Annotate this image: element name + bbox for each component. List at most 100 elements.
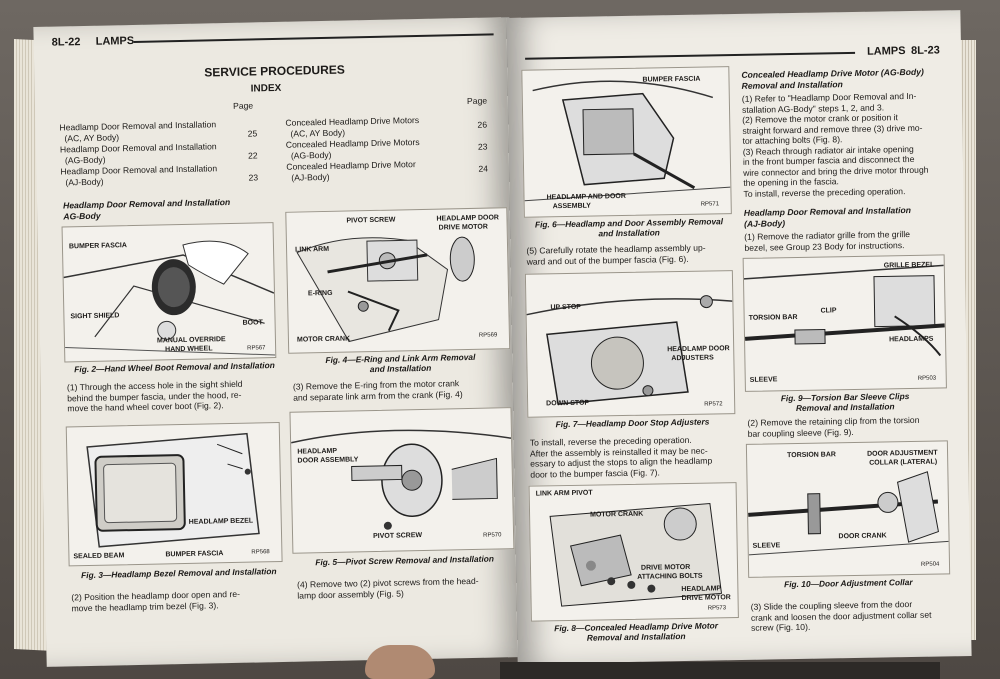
- page-number-right: 8L-23: [910, 44, 940, 57]
- index-entry[interactable]: Concealed Headlamp Drive Motors (AG-Body…: [285, 136, 420, 161]
- label: TORSION BAR: [787, 451, 837, 460]
- index-page: 22: [247, 150, 258, 161]
- label: HEADLAMP AND DOOR: [546, 192, 626, 202]
- label: DOWN STOP: [546, 399, 590, 408]
- paragraph-motor-steps: (1) Refer to "Headlamp Door Removal and …: [741, 90, 929, 199]
- label: HEADLAMP DOOR: [667, 345, 730, 354]
- figure-4-drawing: [296, 236, 475, 343]
- sub-heading: Removal and Installation: [741, 79, 843, 91]
- figure-6-caption: Fig. 6—Headlamp and Door Assembly Remova…: [534, 216, 724, 239]
- label: DRIVE MOTOR: [640, 563, 691, 572]
- figure-ref: RP572: [704, 401, 723, 408]
- label: DOOR ASSEMBLY: [297, 456, 359, 465]
- paragraph-step-5: (5) Carefully rotate the headlamp assemb…: [526, 242, 706, 267]
- label: MANUAL OVERRIDE: [156, 336, 226, 345]
- label: DOOR ADJUSTMENT: [867, 449, 938, 458]
- figure-9-drawing: [743, 264, 945, 357]
- label: ADJUSTERS: [671, 354, 714, 363]
- label: BUMPER FASCIA: [165, 550, 224, 559]
- index-page: 26: [477, 119, 488, 130]
- section-title-right: LAMPS: [866, 45, 906, 58]
- figure-7-caption: Fig. 7—Headlamp Door Stop Adjusters: [555, 416, 710, 430]
- figure-ref: RP573: [707, 605, 727, 612]
- index-page: 24: [478, 163, 489, 174]
- label: DRIVE MOTOR: [681, 594, 731, 603]
- figure-4: PIVOT SCREW HEADLAMP DOOR DRIVE MOTOR LI…: [285, 207, 511, 354]
- header-rule: [525, 51, 856, 60]
- figure-7: UP STOP HEADLAMP DOOR ADJUSTERS DOWN STO…: [524, 270, 736, 418]
- figure-8-drawing: [549, 502, 723, 607]
- label: HEADLAMP: [681, 585, 722, 594]
- label: COLLAR (LATERAL): [869, 458, 938, 467]
- figure-ref: RP504: [920, 561, 940, 568]
- index-entry[interactable]: Headlamp Door Removal and Installation (…: [59, 141, 217, 165]
- left-page: 8L-22 LAMPS SERVICE PROCEDURES INDEX Pag…: [33, 17, 523, 667]
- label: DRIVE MOTOR: [438, 223, 488, 232]
- label: BUMPER FASCIA: [68, 242, 127, 251]
- label: BOOT: [242, 319, 263, 327]
- label: MOTOR CRANK: [296, 335, 351, 344]
- paragraph-step-2: (2) Position the headlamp door open and …: [71, 588, 241, 613]
- figure-3-drawing: [86, 432, 260, 548]
- figure-6: BUMPER FASCIA HEADLAMP AND DOOR ASSEMBLY…: [521, 66, 732, 218]
- sub-heading: (AJ-Body): [743, 218, 786, 229]
- index-entry[interactable]: Concealed Headlamp Drive Motors (AC, AY …: [285, 114, 420, 139]
- label: LINK ARM PIVOT: [535, 489, 593, 498]
- label: SEALED BEAM: [73, 552, 125, 561]
- figure-10-caption: Fig. 10—Door Adjustment Collar: [783, 577, 913, 590]
- index-entry[interactable]: Concealed Headlamp Drive Motor (AJ-Body): [286, 159, 416, 183]
- label: LINK ARM: [295, 245, 330, 254]
- index-title: INDEX: [250, 82, 282, 95]
- right-page: LAMPS 8L-23 BUMPER FASCIA HEADLAMP AND D…: [506, 10, 972, 664]
- figure-2: BUMPER FASCIA SIGHT SHIELD BOOT MANUAL O…: [61, 222, 277, 363]
- label: HEADLAMP: [297, 447, 338, 456]
- label: ATTACHING BOLTS: [637, 572, 703, 581]
- label: HEADLAMP DOOR: [436, 214, 500, 223]
- desk-edge: [500, 662, 940, 679]
- figure-5: HEADLAMP DOOR ASSEMBLY PIVOT SCREW RP570: [289, 407, 515, 554]
- header-rule: [133, 33, 494, 43]
- figure-2-drawing: [63, 240, 276, 356]
- paragraph-aj-step-3: (3) Slide the coupling sleeve from the d…: [750, 599, 932, 633]
- figure-6-drawing: [524, 80, 731, 202]
- label: HEADLAMPS: [889, 335, 934, 344]
- sub-heading: Headlamp Door Removal and Installation: [62, 196, 231, 211]
- figure-5-drawing: [290, 429, 512, 530]
- sub-heading: Headlamp Door Removal and Installation: [743, 204, 912, 218]
- figure-ref: RP568: [251, 549, 270, 556]
- label: PIVOT SCREW: [373, 532, 423, 541]
- label: GRILLE BEZEL: [883, 261, 935, 270]
- label: MOTOR CRANK: [590, 510, 644, 519]
- index-page: 23: [248, 172, 259, 183]
- label: BUMPER FASCIA: [642, 75, 701, 84]
- figure-2-caption: Fig. 2—Hand Wheel Boot Removal and Insta…: [74, 360, 275, 375]
- figure-ref: RP567: [247, 345, 266, 352]
- figure-8: LINK ARM PIVOT MOTOR CRANK DRIVE MOTOR A…: [528, 482, 739, 622]
- paragraph-step-1: (1) Through the access hole in the sight…: [66, 378, 243, 414]
- label: E-RING: [307, 289, 333, 298]
- index-entry[interactable]: Headlamp Door Removal and Installation (…: [60, 163, 218, 187]
- figure-7-drawing: [526, 295, 733, 405]
- label: SLEEVE: [752, 542, 781, 550]
- sub-heading: AG-Body: [63, 210, 101, 222]
- index-page: 25: [247, 128, 258, 139]
- label: DOOR CRANK: [838, 532, 887, 541]
- label: PIVOT SCREW: [346, 216, 396, 225]
- figure-ref: RP503: [917, 375, 937, 382]
- label: TORSION BAR: [748, 313, 798, 322]
- thumb: [365, 645, 435, 679]
- label: SLEEVE: [749, 376, 778, 384]
- index-entry[interactable]: Headlamp Door Removal and Installation (…: [59, 119, 217, 143]
- paragraph-step-3: (3) Remove the E-ring from the motor cra…: [292, 378, 463, 403]
- section-title-left: LAMPS: [95, 34, 135, 48]
- section-heading: SERVICE PROCEDURES: [204, 62, 345, 80]
- label: HAND WHEEL: [165, 345, 213, 354]
- paragraph-step-4: (4) Remove two (2) pivot screws from the…: [296, 575, 479, 601]
- figure-3: HEADLAMP BEZEL SEALED BEAM BUMPER FASCIA…: [65, 421, 283, 567]
- label: SIGHT SHIELD: [70, 312, 120, 321]
- page-col-label: Page: [232, 100, 254, 111]
- label: UP STOP: [550, 303, 582, 312]
